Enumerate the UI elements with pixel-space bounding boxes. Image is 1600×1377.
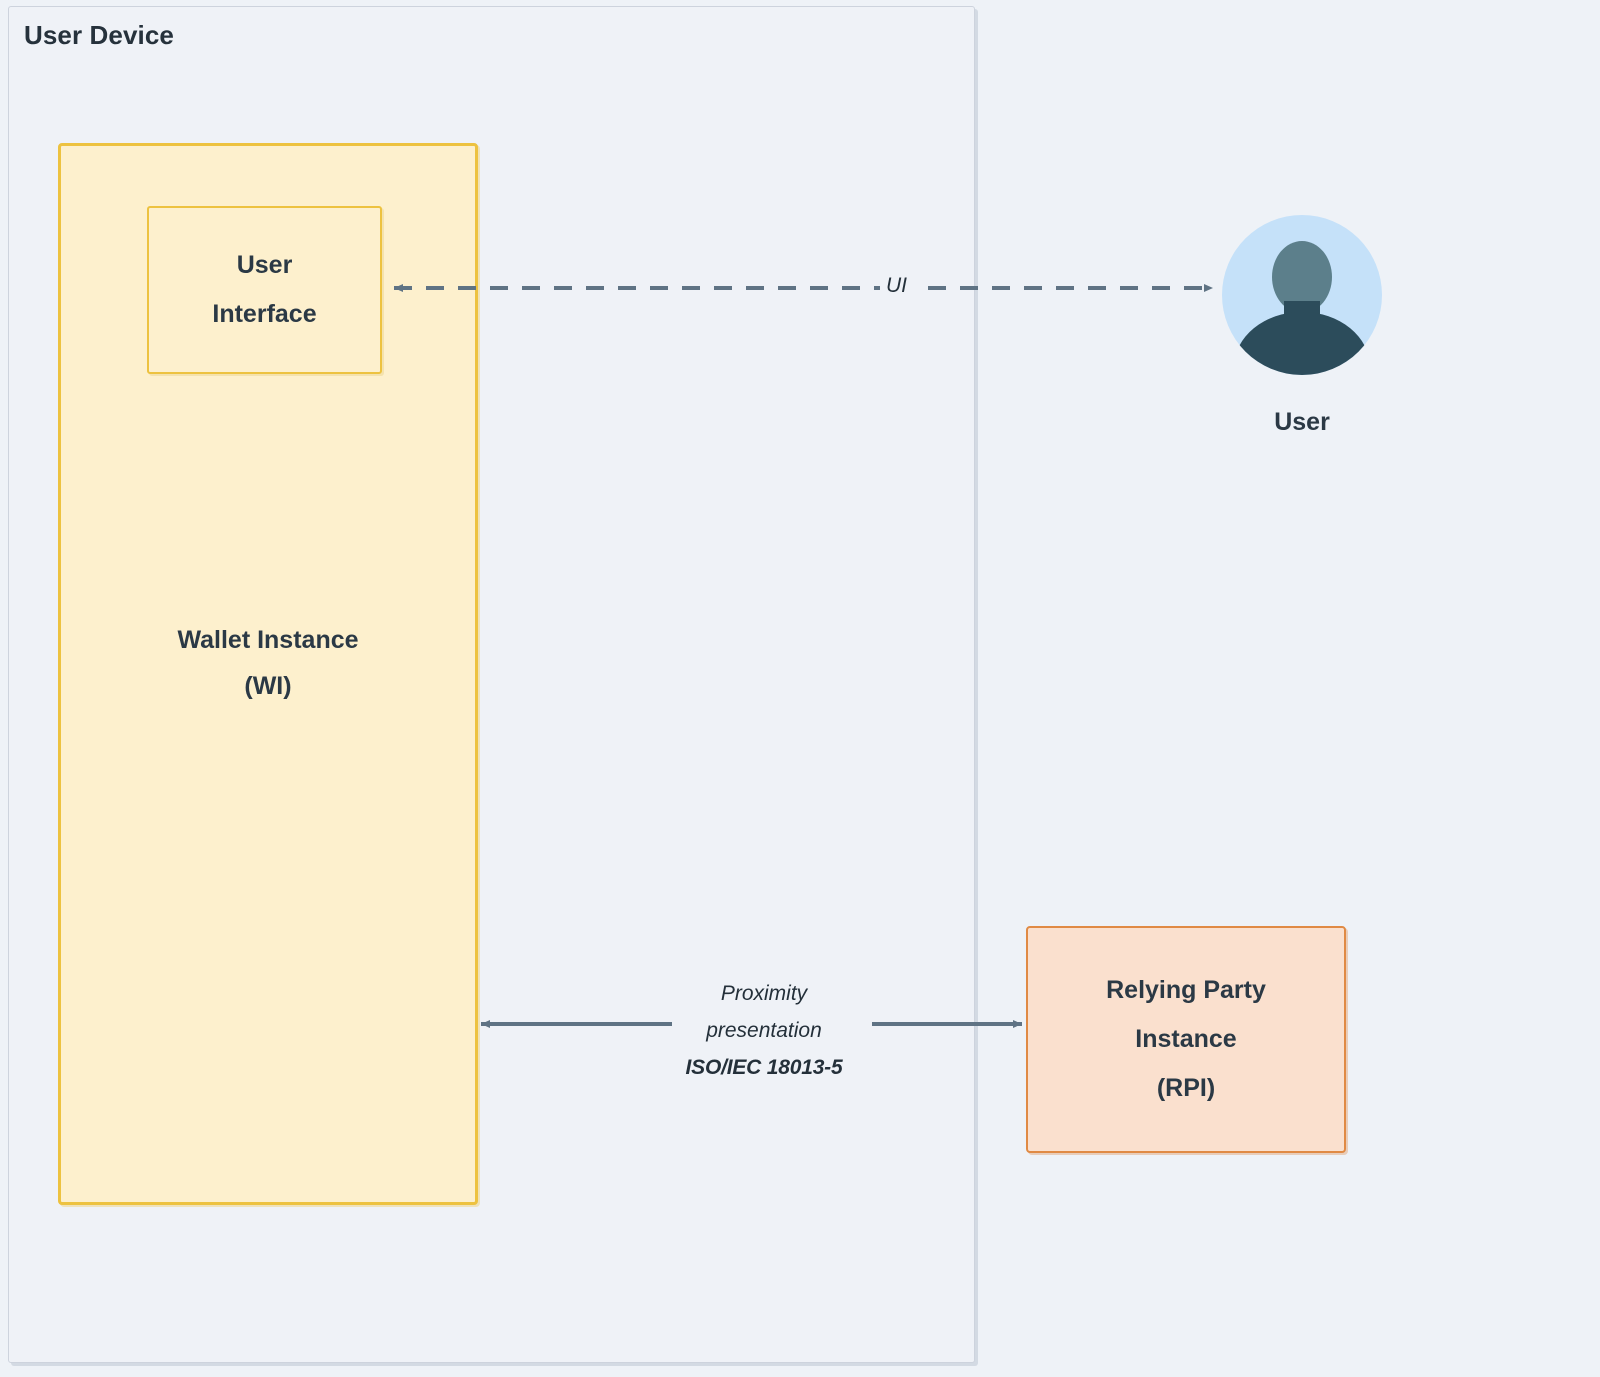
rpi-label-line3: (RPI) xyxy=(1156,1074,1216,1102)
actor-user-avatar[interactable] xyxy=(1222,215,1382,375)
edge-label-proximity-line2: presentation xyxy=(706,1019,822,1042)
boundary-title-user-device: User Device xyxy=(24,20,174,50)
node-user-interface-label: User Interface xyxy=(212,241,316,339)
node-relying-party-instance[interactable]: Relying Party Instance (RPI) xyxy=(1026,926,1346,1153)
node-wallet-instance-label: Wallet Instance (WI) xyxy=(61,617,475,709)
edge-label-proximity: Proximity presentation ISO/IEC 18013-5 xyxy=(660,975,868,1086)
wallet-label-line2: (WI) xyxy=(244,672,292,700)
edge-label-proximity-standard: ISO/IEC 18013-5 xyxy=(685,1056,843,1079)
edge-label-ui: UI xyxy=(884,274,909,298)
user-avatar-icon xyxy=(1222,215,1382,375)
node-relying-party-instance-label: Relying Party Instance (RPI) xyxy=(1106,966,1266,1113)
rpi-label-line2: Instance xyxy=(1135,1025,1237,1053)
user-interface-label-line1: User xyxy=(236,251,293,279)
node-user-interface[interactable]: User Interface xyxy=(147,206,382,374)
wallet-label-line1: Wallet Instance xyxy=(177,626,359,654)
rpi-label-line1: Relying Party xyxy=(1106,976,1266,1004)
user-interface-label-line2: Interface xyxy=(212,300,317,328)
actor-user-label: User xyxy=(1274,408,1330,436)
edge-label-proximity-line1: Proximity xyxy=(720,982,808,1005)
